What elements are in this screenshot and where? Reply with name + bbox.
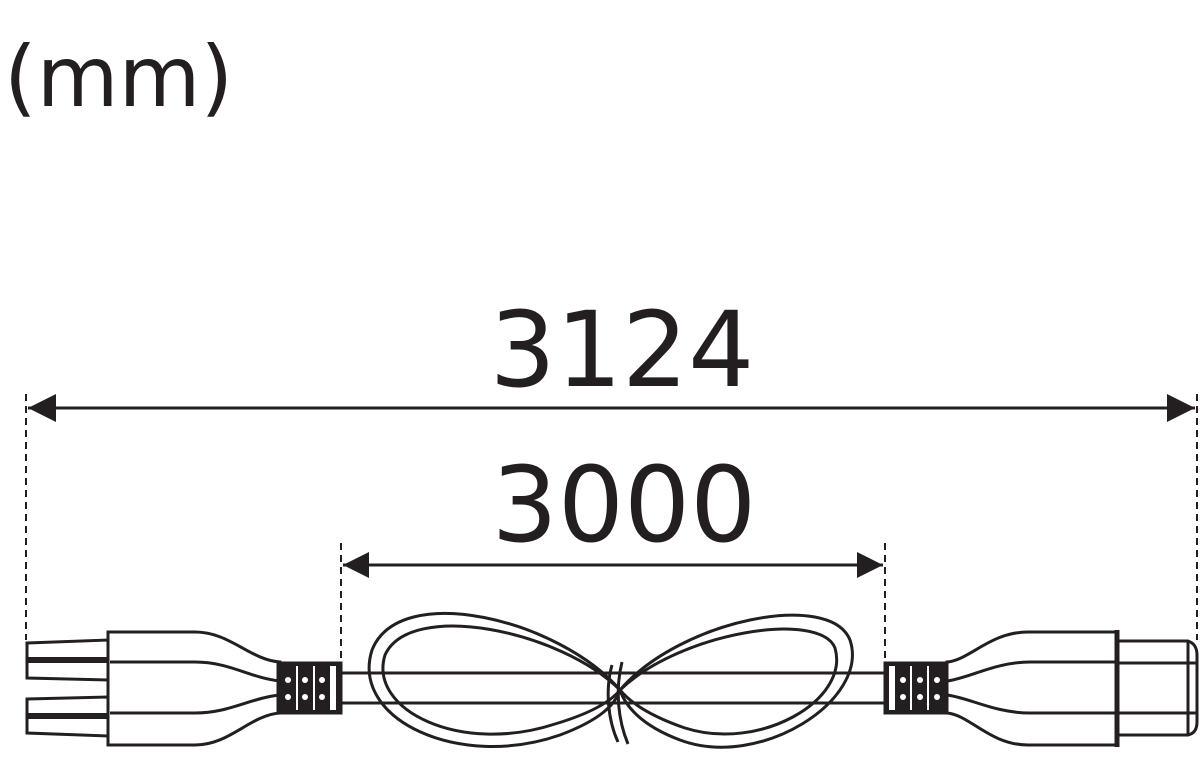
right-connector (883, 630, 1199, 747)
cable-length-label: 3000 (492, 444, 757, 566)
unit-label: (mm) (4, 28, 233, 126)
dimension-lines (28, 394, 1195, 578)
extension-lines (25, 394, 1198, 664)
cable (341, 671, 885, 705)
left-connector (25, 630, 343, 747)
coiled-cable (367, 611, 854, 749)
overall-length-label: 3124 (490, 289, 755, 411)
